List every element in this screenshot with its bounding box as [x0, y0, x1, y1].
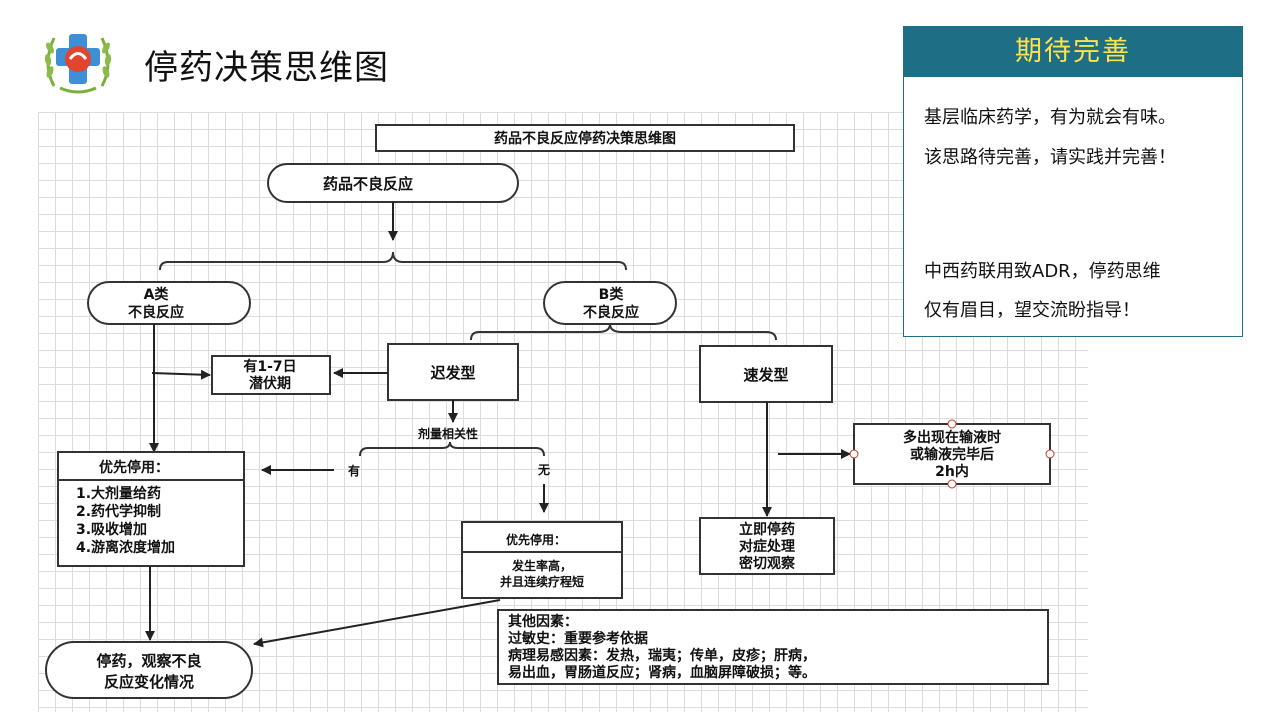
root-brace	[159, 251, 627, 271]
rapid-label: 速发型	[743, 366, 788, 384]
priority-stop-2-box: 优先停用： 发生率高， 并且连续疗程短	[461, 521, 623, 599]
priority2-to-stop-arrow	[253, 599, 501, 648]
immediate-line: 密切观察	[738, 555, 796, 572]
priority-stop-item: 3.吸收增加	[76, 521, 147, 538]
latency-line2: 潜伏期	[249, 375, 291, 392]
expectation-panel: 期待完善 基层临床药学，有为就会有味。 该思路待完善，请实践并完善！ 中西药联用…	[903, 26, 1243, 337]
other-factors-line: 过敏史：重要参考依据	[508, 630, 648, 647]
page-title: 停药决策思维图	[144, 48, 389, 88]
panel-line: 仅有眉目，望交流盼指导！	[924, 300, 1140, 321]
other-factors-line: 易出血，胃肠道反应；肾病，血脑屏障破损；等。	[508, 664, 816, 681]
type-b-node: B类 不良反应	[543, 281, 677, 325]
priority-stop-2-line: 并且连续疗程短	[500, 574, 584, 589]
no-label: 无	[537, 463, 550, 477]
caption-text: 药品不良反应停药决策思维图	[494, 130, 676, 147]
other-factors-line: 其他因素：	[508, 613, 578, 630]
priority-stop-2-line: 发生率高，	[511, 558, 572, 573]
flowchart: 药品不良反应停药决策思维图 药品不良反应 A类 不良反应 B类 不良反应 有1-…	[38, 112, 1088, 712]
infusion-line: 多出现在输液时	[903, 429, 1001, 446]
panel-line: 中西药联用致ADR，停药思维	[924, 261, 1161, 282]
panel-heading: 期待完善	[904, 27, 1242, 77]
caption-box: 药品不良反应停药决策思维图	[375, 124, 795, 152]
other-factors-box: 其他因素： 过敏史：重要参考依据 病理易感因素：发热，瑞夷；传单，皮疹；肝病， …	[497, 609, 1049, 685]
latency-box: 有1-7日 潜伏期	[211, 355, 331, 395]
other-factors-line: 病理易感因素：发热，瑞夷；传单，皮疹；肝病，	[508, 647, 816, 664]
a-to-latency-arrow	[151, 369, 211, 380]
root-label: 药品不良反应	[323, 175, 413, 193]
infusion-line: 或输液完毕后	[910, 446, 994, 463]
hospital-emblem-icon	[40, 26, 116, 96]
priority-stop-item: 1.大剂量给药	[76, 485, 161, 502]
root-node: 药品不良反应	[267, 163, 519, 203]
panel-line: 基层临床药学，有为就会有味。	[924, 107, 1176, 128]
priority-stop-item: 2.药代学抑制	[76, 503, 161, 520]
type-b-line2: 不良反应	[583, 304, 639, 321]
infusion-box: 多出现在输液时 或输液完毕后 2h内	[849, 419, 1055, 489]
delayed-label: 迟发型	[430, 364, 475, 382]
rapid-type-box: 速发型	[699, 345, 833, 403]
delayed-type-box: 迟发型	[387, 343, 519, 401]
stop-observe-line: 反应变化情况	[104, 673, 194, 691]
priority-stop-2-title: 优先停用：	[506, 532, 566, 547]
type-b-line1: B类	[599, 286, 625, 303]
dose-brace	[359, 441, 545, 457]
infusion-line: 2h内	[935, 463, 969, 480]
type-a-line2: 不良反应	[128, 304, 184, 321]
panel-line: 该思路待完善，请实践并完善！	[924, 147, 1176, 168]
priority-stop-item: 4.游离浓度增加	[76, 539, 175, 556]
dose-related-label: 剂量相关性	[417, 426, 478, 441]
yes-label: 有	[348, 463, 360, 478]
type-b-brace	[470, 323, 777, 341]
priority-stop-box: 优先停用： 1.大剂量给药 2.药代学抑制 3.吸收增加 4.游离浓度增加	[57, 451, 245, 567]
immediate-line: 对症处理	[739, 538, 795, 555]
type-a-node: A类 不良反应	[87, 281, 251, 325]
immediate-line: 立即停药	[739, 521, 795, 538]
stop-observe-node: 停药，观察不良 反应变化情况	[45, 641, 253, 699]
priority-stop-title: 优先停用：	[99, 459, 169, 476]
stop-observe-line: 停药，观察不良	[96, 652, 201, 670]
type-a-line1: A类	[144, 286, 170, 303]
latency-line1: 有1-7日	[243, 358, 296, 375]
immediate-stop-box: 立即停药 对症处理 密切观察	[699, 517, 835, 575]
